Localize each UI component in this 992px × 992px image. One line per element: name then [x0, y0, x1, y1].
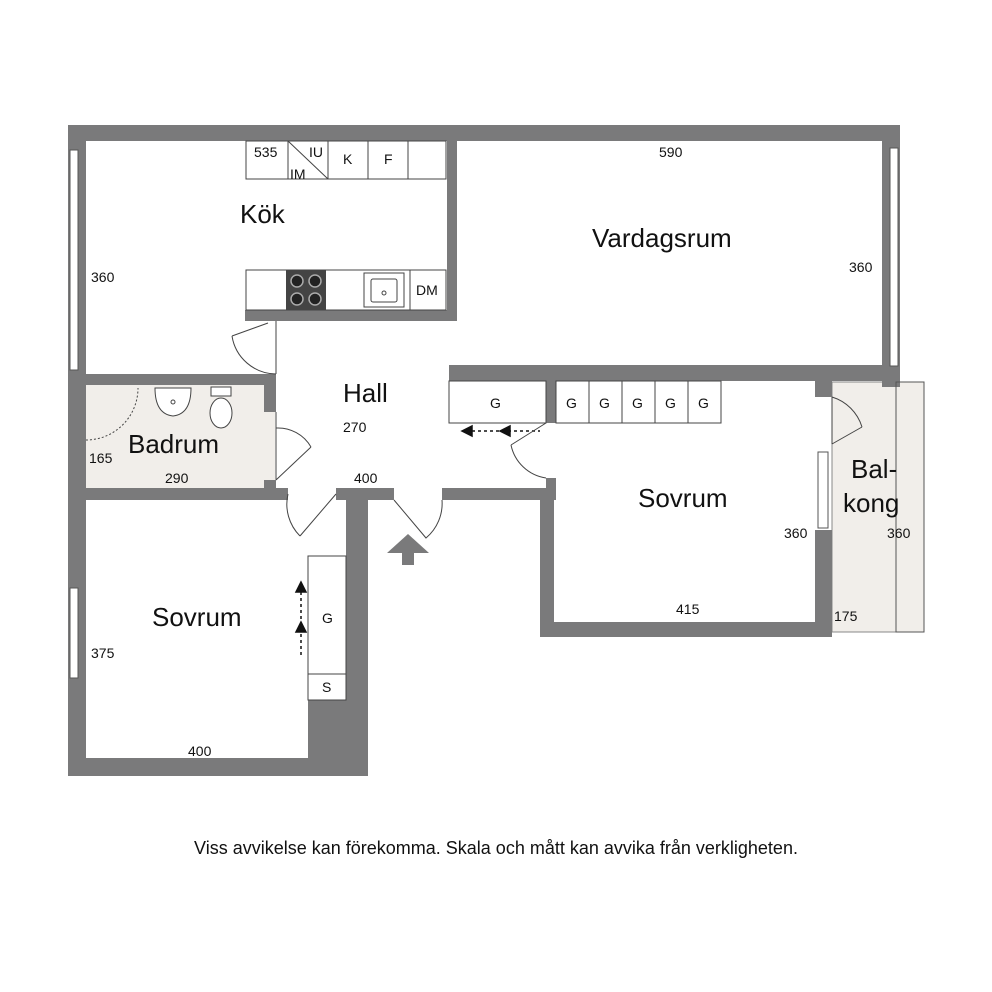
move-arrow-icon — [294, 580, 308, 656]
fixture-iu: IU — [309, 144, 323, 160]
kitchen-door — [231, 321, 277, 375]
kok-width-dim: 535 — [254, 144, 278, 160]
balcony-door — [831, 396, 863, 445]
hall-closet-label: G — [490, 395, 501, 411]
entrance-arrow-icon — [387, 534, 429, 565]
room-vardagsrum: Vardagsrum — [592, 223, 732, 253]
dim-badrum-height: 165 — [89, 450, 113, 466]
hall-closet — [448, 380, 547, 424]
room-balkong-line1: Bal- — [851, 454, 897, 484]
bathroom-door — [275, 412, 312, 481]
closet-label: G — [632, 395, 643, 411]
closet-label: G — [698, 395, 709, 411]
balkong-floor — [831, 381, 925, 633]
dim-sovrum1-width: 400 — [188, 743, 212, 759]
dim-balkong-width: 175 — [834, 608, 858, 624]
dim-vardagsrum-width: 590 — [659, 144, 683, 160]
dim-balkong-height: 360 — [887, 525, 911, 541]
dim-badrum-width: 290 — [165, 470, 189, 486]
dim-vardagsrum-height: 360 — [849, 259, 873, 275]
windows — [69, 147, 925, 679]
room-sovrum-1: Sovrum — [152, 602, 242, 632]
toilet-icon — [209, 386, 233, 429]
room-hall: Hall — [343, 378, 388, 408]
shower-icon — [85, 387, 139, 441]
fixture-im: IM — [290, 166, 306, 182]
stove-icon — [286, 270, 326, 310]
dim-hall-width: 270 — [343, 419, 367, 435]
room-balkong-line2: kong — [843, 488, 899, 518]
closet-label: G — [566, 395, 577, 411]
sovrum1-closets — [307, 555, 347, 701]
dim-hall-length: 400 — [354, 470, 378, 486]
sovrum2-closets — [555, 380, 722, 424]
kitchen-lower-counter — [245, 269, 447, 311]
fixture-dm: DM — [416, 282, 438, 298]
dim-sovrum2-width: 415 — [676, 601, 700, 617]
disclaimer-text: Viss avvikelse kan förekomma. Skala och … — [194, 838, 798, 858]
entrance-door — [393, 499, 443, 539]
sovrum1-storage-label: S — [322, 679, 331, 695]
kitchen-upper-counter — [245, 140, 447, 180]
fixture-k: K — [343, 151, 353, 167]
dim-sovrum1-height: 375 — [91, 645, 115, 661]
sovrum1-closet-label: G — [322, 610, 333, 626]
room-sovrum-2: Sovrum — [638, 483, 728, 513]
move-arrow-icon — [460, 424, 540, 438]
closet-label: G — [599, 395, 610, 411]
room-badrum: Badrum — [128, 429, 219, 459]
sink-icon — [154, 387, 192, 417]
sovrum2-door — [510, 422, 547, 479]
dim-kok-height: 360 — [91, 269, 115, 285]
sovrum1-door — [286, 493, 337, 537]
fixture-f: F — [384, 151, 393, 167]
room-kok: Kök — [240, 199, 286, 229]
dim-sovrum2-height: 360 — [784, 525, 808, 541]
closet-label: G — [665, 395, 676, 411]
